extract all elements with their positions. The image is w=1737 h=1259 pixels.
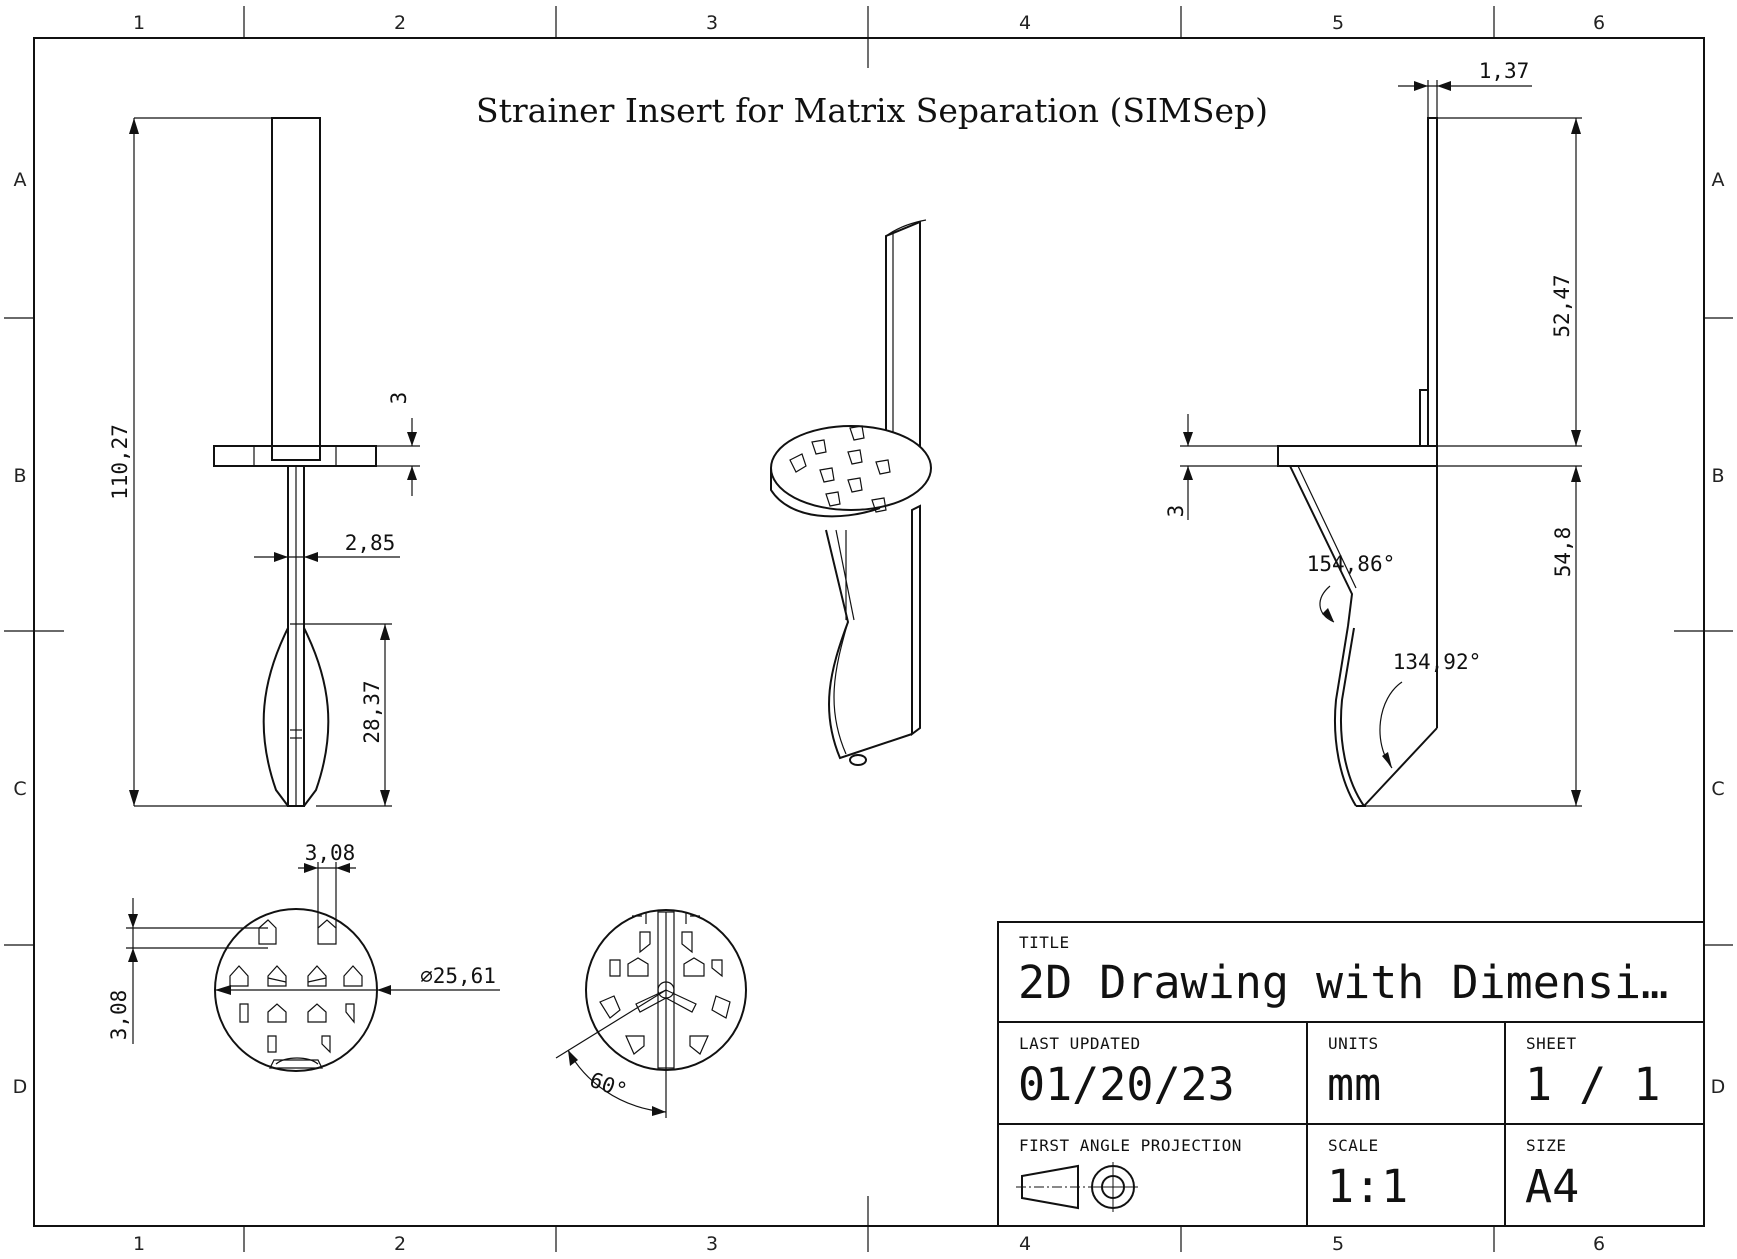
- grid-row-labels-left: A B C D: [13, 169, 28, 1098]
- grid-column-labels-top: 1 2 3 4 5 6: [133, 12, 1605, 34]
- title-block-size-label: SIZE: [1526, 1136, 1567, 1155]
- grid-row-labels-right: A B C D: [1711, 169, 1726, 1098]
- grid-col-label: 1: [133, 12, 145, 34]
- drawing-title: Strainer Insert for Matrix Separation (S…: [476, 91, 1268, 130]
- bottom-hole-width-label: 3,08: [305, 841, 356, 865]
- bottom-diameter-label: ⌀25,61: [420, 964, 496, 988]
- front-view: 110,27 3 2,85 28,37: [108, 117, 420, 807]
- title-block-sheet-label: SHEET: [1526, 1034, 1577, 1053]
- grid-row-label: C: [13, 778, 26, 800]
- grid-row-label: D: [1711, 1076, 1726, 1098]
- title-block-last-updated-label: LAST UPDATED: [1019, 1034, 1141, 1053]
- grid-row-label: B: [13, 465, 26, 487]
- first-angle-projection-icon: [1016, 1162, 1138, 1212]
- title-block-projection-label: FIRST ANGLE PROJECTION: [1019, 1136, 1242, 1155]
- side-wall-thickness-label: 1,37: [1479, 59, 1530, 83]
- bottom2-angle-label: 60°: [586, 1068, 630, 1104]
- side-lower-height-label: 54,8: [1551, 527, 1575, 578]
- grid-row-label: D: [13, 1076, 28, 1098]
- grid-col-label: 6: [1593, 1233, 1605, 1255]
- disk-holes: [789, 425, 891, 513]
- title-block-sheet-value: 1 / 1: [1525, 1058, 1660, 1111]
- grid-row-label: A: [14, 169, 27, 191]
- grid-col-label: 2: [394, 12, 406, 34]
- title-block-title-label: TITLE: [1019, 933, 1070, 952]
- grid-col-label: 6: [1593, 12, 1605, 34]
- title-block-units-label: UNITS: [1328, 1034, 1379, 1053]
- front-total-height-label: 110,27: [108, 424, 132, 500]
- grid-row-label: C: [1711, 778, 1724, 800]
- grid-col-label: 4: [1019, 12, 1031, 34]
- grid-col-label: 1: [133, 1233, 145, 1255]
- title-block-title-value: 2D Drawing with Dimensi…: [1018, 956, 1668, 1009]
- grid-col-label: 3: [706, 12, 718, 34]
- isometric-view: [770, 219, 932, 766]
- grid-col-label: 5: [1332, 1233, 1344, 1255]
- sheet-frame: [4, 6, 1733, 1252]
- title-block: TITLE 2D Drawing with Dimensi… LAST UPDA…: [997, 921, 1705, 1227]
- title-block-last-updated-value: 01/20/23: [1018, 1058, 1235, 1111]
- hole-pattern: [229, 919, 363, 1069]
- bottom-view-holes: 3,08 3,08 ⌀25,61: [107, 841, 500, 1072]
- side-angle-1-label: 154,86°: [1307, 552, 1396, 576]
- grid-col-label: 3: [706, 1233, 718, 1255]
- front-stem-width-label: 2,85: [345, 531, 396, 555]
- title-block-scale-label: SCALE: [1328, 1136, 1379, 1155]
- grid-row-label: B: [1711, 465, 1724, 487]
- bottom-hole-height-label: 3,08: [107, 990, 131, 1041]
- grid-row-label: A: [1712, 169, 1725, 191]
- title-block-units-value: mm: [1327, 1058, 1381, 1111]
- side-view: 1,37 52,47 3 54,8 154,86° 134,92°: [1164, 59, 1582, 807]
- title-block-scale-value: 1:1: [1327, 1160, 1408, 1213]
- side-angle-2-label: 134,92°: [1393, 650, 1482, 674]
- hole-pattern-2: [599, 931, 731, 1055]
- front-bulb-height-label: 28,37: [360, 680, 384, 743]
- side-flange-thickness-label: 3: [1164, 505, 1188, 518]
- front-flange-thickness-label: 3: [387, 392, 411, 405]
- grid-column-labels-bottom: 1 2 3 4 5 6: [133, 1233, 1605, 1255]
- grid-col-label: 5: [1332, 12, 1344, 34]
- grid-col-label: 4: [1019, 1233, 1031, 1255]
- title-block-size-value: A4: [1525, 1160, 1579, 1213]
- grid-col-label: 2: [394, 1233, 406, 1255]
- side-upper-height-label: 52,47: [1550, 274, 1574, 337]
- bottom-view-angle: 60°: [555, 909, 747, 1118]
